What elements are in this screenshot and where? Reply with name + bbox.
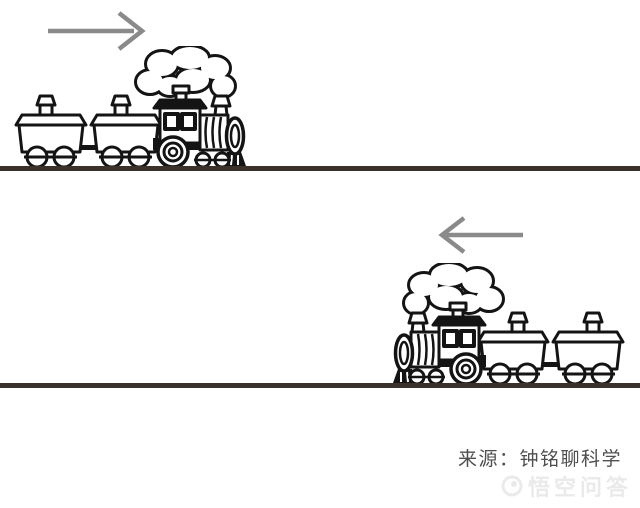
watermark-logo-icon <box>501 475 523 497</box>
direction-arrow-left <box>438 216 523 254</box>
source-caption: 来源：钟铭聊科学 <box>457 448 622 470</box>
watermark: 悟空问答 <box>501 470 632 502</box>
ground-line-bottom <box>0 383 640 388</box>
direction-arrow-right <box>48 11 146 51</box>
watermark-text: 悟空问答 <box>527 476 632 501</box>
ground-line-top <box>0 166 640 171</box>
train-moving-left <box>392 263 629 385</box>
train-moving-right <box>10 46 247 168</box>
